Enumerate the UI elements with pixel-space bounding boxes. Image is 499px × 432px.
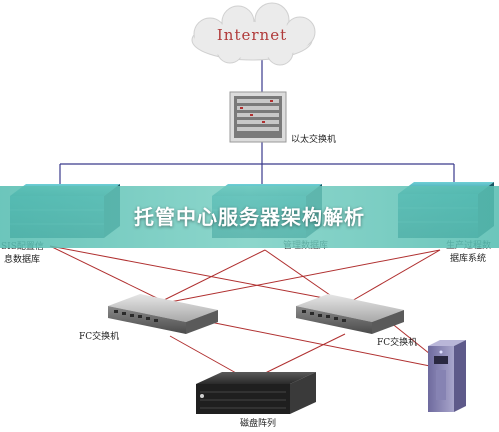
fc-switch-right-label: FC交换机 bbox=[377, 338, 418, 348]
fc-link bbox=[349, 249, 441, 303]
fc-link bbox=[169, 335, 246, 379]
disk-array-label: 磁盘阵列 bbox=[240, 419, 277, 429]
fc-links bbox=[49, 245, 441, 379]
tape-library-device bbox=[428, 340, 466, 412]
ethernet-links bbox=[59, 60, 455, 192]
title-banner: 托管中心服务器架构解析 bbox=[0, 186, 499, 248]
ethernet-switch-label: 以太交换机 bbox=[291, 135, 337, 145]
fc-link bbox=[254, 333, 346, 379]
fc-switch-left-device bbox=[108, 294, 218, 334]
fc-link bbox=[169, 249, 441, 303]
disk-array-device bbox=[196, 372, 316, 414]
fc-switch-right-device bbox=[296, 294, 404, 334]
server-left-label-line2: 息数据库 bbox=[4, 255, 41, 265]
fc-link bbox=[159, 249, 266, 303]
server-right-label-line2: 据库系统 bbox=[450, 254, 487, 264]
banner-title: 托管中心服务器架构解析 bbox=[134, 205, 365, 229]
fc-link bbox=[49, 245, 346, 303]
internet-label: Internet bbox=[216, 26, 288, 44]
internet-cloud bbox=[191, 2, 316, 66]
ethernet-switch-device bbox=[229, 91, 287, 143]
fc-link bbox=[209, 321, 441, 369]
fc-switch-left-label: FC交换机 bbox=[79, 332, 120, 342]
fc-link bbox=[49, 245, 166, 303]
